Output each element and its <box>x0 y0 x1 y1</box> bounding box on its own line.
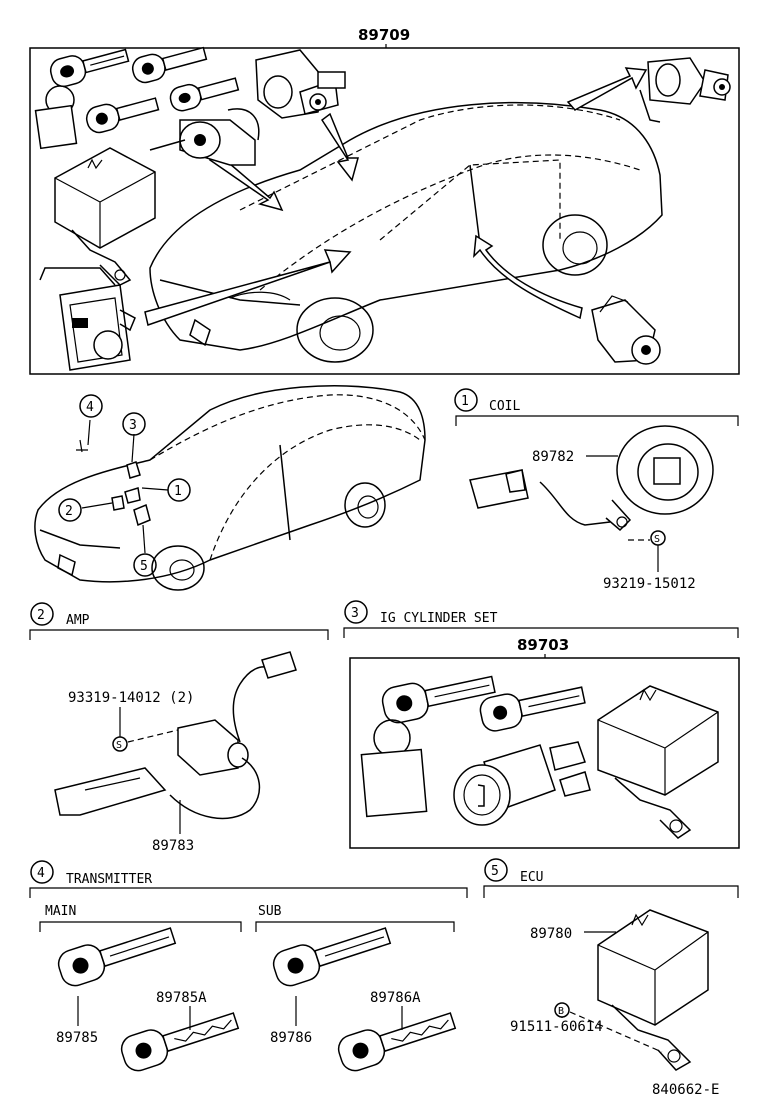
lock-cylinder-top-middle <box>149 108 260 166</box>
car-body-top <box>149 101 663 363</box>
ig-part: 89703 <box>517 636 569 654</box>
coil-part: 89782 <box>532 449 574 465</box>
ig-title: IG CYLINDER SET <box>380 611 498 626</box>
transmitter-sub-title: SUB <box>258 904 282 919</box>
section-coil: 1 COIL 89782 S 93219-15012 <box>454 388 739 592</box>
top-assembly: 89709 <box>29 26 740 375</box>
ecu-box-top <box>54 147 156 286</box>
coil-screw-part: 93219-15012 <box>603 576 696 592</box>
svg-text:3: 3 <box>129 418 137 433</box>
callout-2: 2 <box>58 498 82 522</box>
section-ecu: 5 ECU 89780 B 91511-60614 <box>483 858 739 1071</box>
section-transmitter: 4 TRANSMITTER MAIN SUB 89785 89785A <box>29 860 468 1072</box>
transmitter-title: TRANSMITTER <box>66 872 152 887</box>
lock-cylinder-door <box>255 49 346 119</box>
transmitter-main-title: MAIN <box>45 904 76 919</box>
assembly-number: 89709 <box>358 26 410 44</box>
svg-text:S: S <box>116 740 122 751</box>
lock-cylinder-trunk <box>639 57 731 123</box>
location-car <box>34 385 426 591</box>
ecu-title: ECU <box>520 870 543 885</box>
callout-5: 5 <box>133 553 157 577</box>
coil-index: 1 <box>461 394 469 409</box>
ecu-index: 5 <box>491 864 499 879</box>
ecu-part: 89780 <box>530 926 572 942</box>
assembly-arrows <box>144 67 648 326</box>
callout-4: 4 <box>79 394 103 418</box>
key-icons-top <box>34 46 240 150</box>
callout-3: 3 <box>122 412 146 436</box>
transmitter-main-alt-part: 89785A <box>156 990 207 1006</box>
svg-text:1: 1 <box>174 484 182 499</box>
callout-1: 1 <box>167 478 191 502</box>
amp-screw-part: 93319-14012 (2) <box>68 690 194 706</box>
coil-title: COIL <box>489 399 520 414</box>
ig-index: 3 <box>351 606 359 621</box>
transmitter-index: 4 <box>37 866 45 881</box>
coil-top <box>39 267 136 371</box>
svg-text:4: 4 <box>86 400 94 415</box>
transmitter-main-part: 89785 <box>56 1030 98 1046</box>
diagram-code: 840662-E <box>652 1082 719 1098</box>
svg-text:B: B <box>558 1006 564 1017</box>
lock-cylinder-driver <box>591 295 661 365</box>
section-ig-cylinder: 3 IG CYLINDER SET 89703 <box>343 600 740 849</box>
section-amp: 2 AMP 93319-14012 (2) S 89783 <box>29 602 329 854</box>
amp-part: 89783 <box>152 838 194 854</box>
ig-frame <box>349 657 740 849</box>
amp-title: AMP <box>66 613 90 628</box>
assembly-frame <box>29 47 740 375</box>
transmitter-sub-alt-part: 89786A <box>370 990 421 1006</box>
svg-text:2: 2 <box>65 504 73 519</box>
svg-text:S: S <box>654 534 660 545</box>
transmitter-sub-part: 89786 <box>270 1030 312 1046</box>
ecu-bolt-part: 91511-60614 <box>510 1019 603 1035</box>
amp-index: 2 <box>37 608 45 623</box>
svg-text:5: 5 <box>140 559 148 574</box>
